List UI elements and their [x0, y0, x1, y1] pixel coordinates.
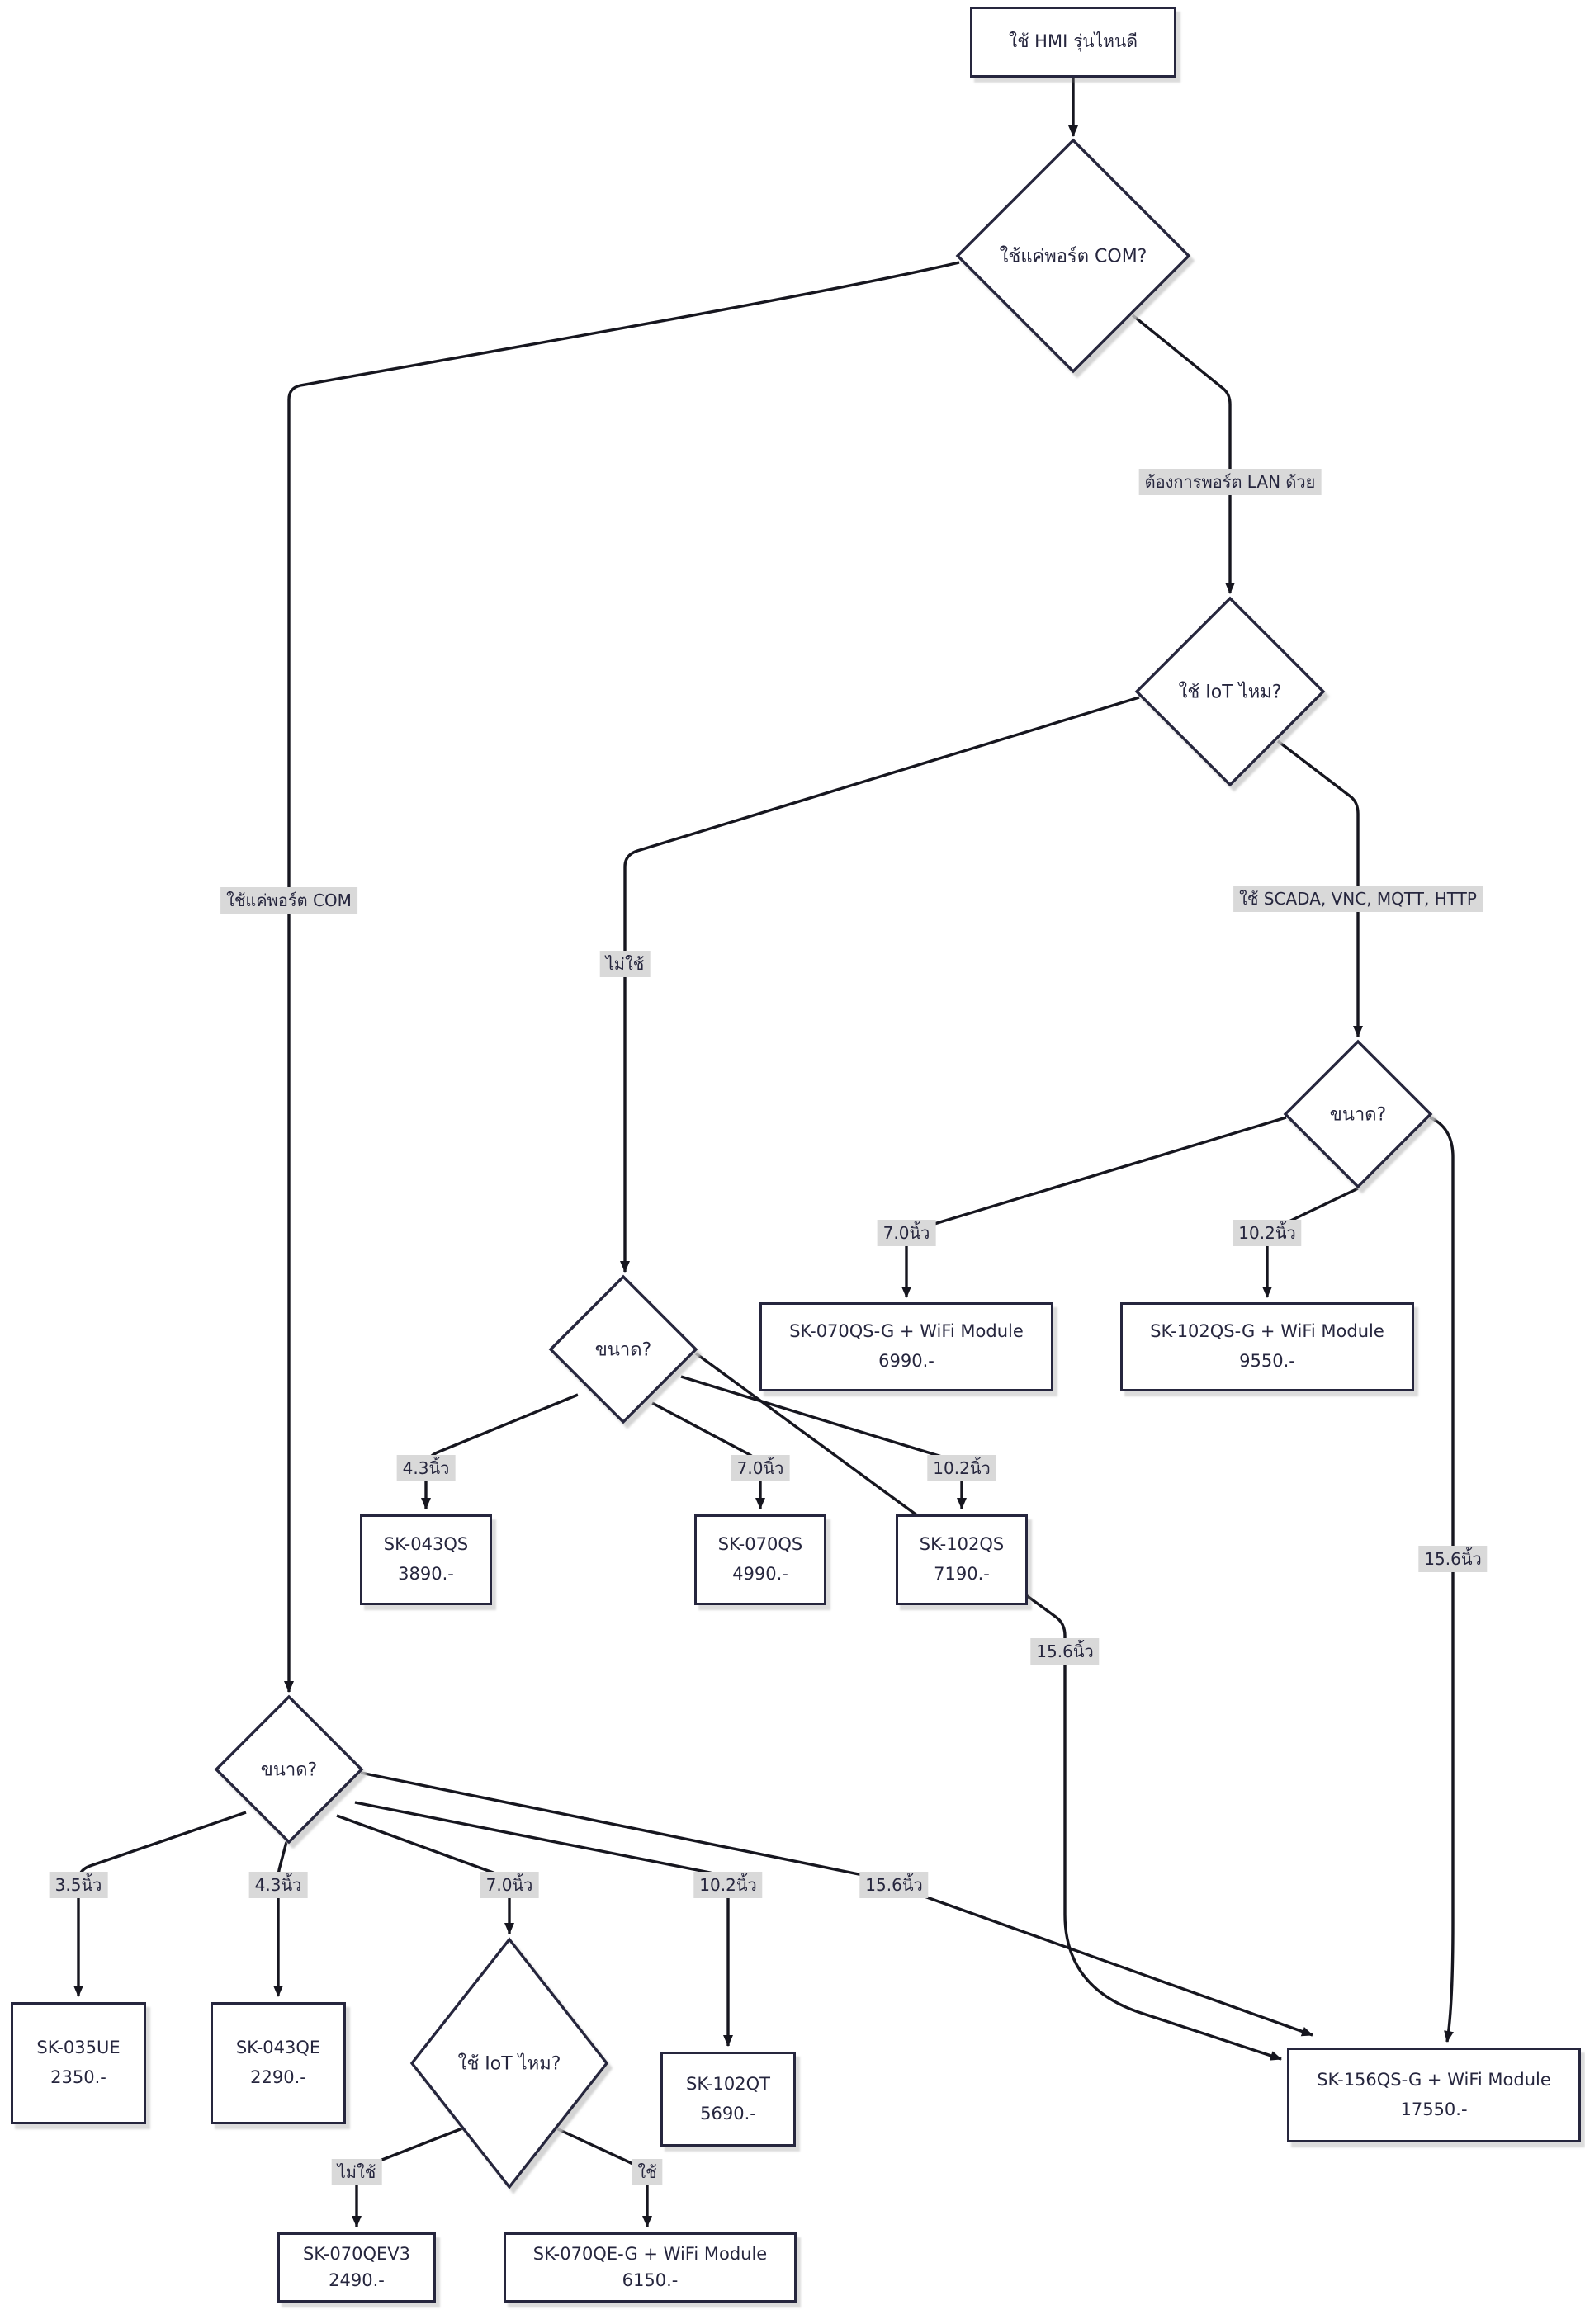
edge-sizemid-43-to-043qs — [421, 1393, 579, 1509]
edge-label-size-156-mid: 15.6นิ้ว — [1030, 1638, 1100, 1665]
edge-com-to-iot-lan — [1131, 314, 1235, 594]
product-model: SK-070QS-G + WiFi Module — [789, 1321, 1024, 1342]
edge-label-size-43-mid: 4.3นิ้ว — [396, 1455, 456, 1481]
product-model: SK-102QS — [919, 1534, 1005, 1555]
decision-iot2-label: ใช้ IoT ไหม? — [457, 2053, 561, 2075]
edge-label-no-iot: ไม่ใช้ — [599, 951, 651, 977]
product-node-sk-043qe: SK-043QE 2290.- — [211, 2002, 346, 2124]
product-model: SK-043QE — [235, 2038, 321, 2058]
decision-com-diamond — [955, 138, 1191, 374]
product-node-sk-043qs: SK-043QS 3890.- — [360, 1514, 492, 1605]
edge-iot-no-to-sizemid — [620, 696, 1140, 1273]
decision-iot-label: ใช้ IoT ไหม? — [1178, 682, 1282, 703]
product-node-sk-070qs: SK-070QS 4990.- — [694, 1514, 826, 1605]
product-model: SK-102QS-G + WiFi Module — [1150, 1321, 1384, 1342]
edge-label-size-156-left: 15.6นิ้ว — [859, 1872, 929, 1898]
product-node-sk-102qs-g: SK-102QS-G + WiFi Module 9550.- — [1120, 1302, 1414, 1391]
edge-label-size-7-left: 7.0นิ้ว — [480, 1872, 539, 1898]
product-price: 4990.- — [732, 1564, 788, 1584]
edge-sizeleft-35-to-035ue — [73, 1811, 247, 1997]
product-node-sk-102qt: SK-102QT 5690.- — [660, 2052, 796, 2147]
edge-label-size-43-left: 4.3นิ้ว — [248, 1872, 308, 1898]
decision-size-right-label: ขนาด? — [1329, 1104, 1387, 1126]
product-model: SK-035UE — [36, 2038, 121, 2058]
edge-label-size-35-left: 3.5นิ้ว — [49, 1872, 108, 1898]
product-model: SK-070QE-G + WiFi Module — [532, 2244, 768, 2264]
edge-label-lan: ต้องการพอร์ต LAN ด้วย — [1138, 469, 1322, 495]
edge-label-com-only: ใช้แค่พอร์ต COM — [220, 887, 357, 914]
product-model: SK-102QT — [686, 2073, 770, 2094]
product-node-sk-070qev3: SK-070QEV3 2490.- — [277, 2232, 436, 2303]
edge-label-size-7-mid: 7.0นิ้ว — [731, 1455, 790, 1481]
product-price: 7190.- — [934, 1564, 990, 1584]
edge-com-to-sizeleft — [284, 261, 960, 1693]
product-node-sk-070qs-g: SK-070QS-G + WiFi Module 6990.- — [759, 1302, 1053, 1391]
edge-label-iot2: ใช้ — [632, 2159, 663, 2185]
edge-sizeleft-43-to-043qe — [273, 1841, 288, 1997]
product-node-sk-070qe-g: SK-070QE-G + WiFi Module 6150.- — [504, 2232, 797, 2303]
product-node-sk-102qs: SK-102QS 7190.- — [896, 1514, 1028, 1605]
product-price: 2350.- — [50, 2067, 106, 2087]
product-price: 2290.- — [250, 2067, 306, 2087]
product-price: 6150.- — [622, 2270, 679, 2290]
edge-sizemid-102-to-102qs — [680, 1375, 967, 1509]
edge-label-scada: ใช้ SCADA, VNC, MQTT, HTTP — [1233, 886, 1483, 912]
edge-label-size-7-right: 7.0นิ้ว — [877, 1220, 936, 1246]
product-model: SK-070QS — [717, 1534, 803, 1555]
decision-com-label: ใช้แค่พอร์ต COM? — [999, 246, 1147, 267]
start-node-label: ใช้ HMI รุ่นไหนดี — [1009, 31, 1138, 52]
product-price: 6990.- — [878, 1351, 934, 1371]
decision-size-left-label: ขนาด? — [260, 1760, 318, 1781]
decision-size-left-diamond — [214, 1694, 364, 1845]
start-node: ใช้ HMI รุ่นไหนดี — [970, 7, 1176, 78]
edge-sizemid-156-to-156qsg — [694, 1352, 1282, 2061]
product-price: 9550.- — [1239, 1351, 1295, 1371]
edge-sizeright-7-to-070qsg — [901, 1116, 1287, 1298]
product-price: 5690.- — [700, 2103, 756, 2123]
product-node-sk-035ue: SK-035UE 2350.- — [11, 2002, 146, 2124]
edge-label-size-102-mid: 10.2นิ้ว — [927, 1455, 996, 1481]
edge-label-no-iot2: ไม่ใช้ — [331, 2159, 382, 2185]
decision-iot-diamond — [1134, 596, 1326, 787]
edge-label-size-156-right: 15.6นิ้ว — [1418, 1546, 1488, 1572]
product-price: 2490.- — [329, 2270, 385, 2290]
decision-size-mid-label: ขนาด? — [594, 1339, 652, 1361]
product-node-sk-156qs-g: SK-156QS-G + WiFi Module 17550.- — [1287, 2048, 1581, 2142]
edge-label-size-102-right: 10.2นิ้ว — [1233, 1220, 1302, 1246]
edge-iot-yes-to-sizeright — [1276, 739, 1363, 1037]
product-price: 17550.- — [1400, 2099, 1468, 2119]
product-model: SK-043QS — [383, 1534, 469, 1555]
product-model: SK-156QS-G + WiFi Module — [1317, 2069, 1551, 2090]
edge-label-size-102-left: 10.2นิ้ว — [693, 1872, 763, 1898]
product-model: SK-070QEV3 — [302, 2244, 411, 2264]
decision-iot2-diamond — [409, 1937, 609, 2189]
decision-size-right-diamond — [1283, 1039, 1433, 1189]
decision-size-mid-diamond — [548, 1274, 698, 1424]
edge-sizeright-156-to-156qsg — [1429, 1116, 1455, 2043]
product-price: 3890.- — [398, 1564, 454, 1584]
